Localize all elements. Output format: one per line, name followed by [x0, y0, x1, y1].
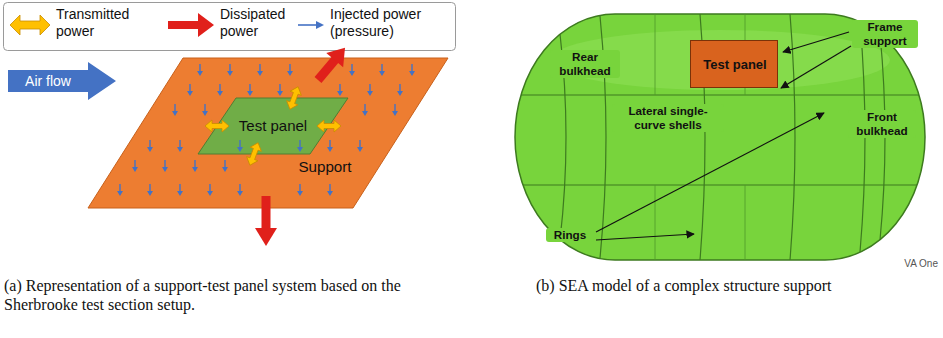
caption: (a) Representation of a support-test pan…: [4, 276, 456, 314]
node-label: Test panel: [239, 117, 307, 135]
node-label: Support: [298, 158, 351, 176]
text-slot: Injected power (pressure): [330, 6, 448, 40]
text-slot: Test panel: [693, 57, 777, 73]
dissipated-power-swatch: [168, 13, 214, 37]
test-panel-patch: Test panel: [690, 40, 778, 88]
legend-frame: [4, 3, 456, 51]
watermark: VA One: [884, 258, 938, 270]
part-name: Lateral single-curve shells: [612, 104, 724, 132]
node-label: Air flow: [25, 73, 71, 90]
text-slot: Front bulkhead: [848, 110, 914, 138]
transmitted-power-swatch: [10, 15, 50, 35]
part-name: Front bulkhead: [848, 110, 916, 138]
text-slot: Air flow: [8, 70, 88, 92]
legend-label: Dissipated power: [220, 6, 296, 40]
test-panel-plate-fill: [198, 98, 348, 154]
text-slot: Support: [293, 158, 357, 176]
text-slot: (b) SEA model of a complex structure sup…: [536, 276, 936, 295]
air-flow-arrow-fill: [8, 62, 116, 100]
part-name: Rings: [546, 228, 594, 242]
part-name: Frame support: [852, 20, 918, 48]
text-slot: Rear bulkhead: [550, 50, 618, 78]
text-slot: Test panel: [233, 117, 313, 135]
legend-label: Transmitted power: [56, 6, 148, 40]
text-slot: VA One: [884, 258, 938, 270]
capsule-structure: [515, 14, 925, 260]
injected-power-swatch: [298, 21, 324, 29]
text-slot: Lateral single-curve shells: [612, 104, 722, 132]
text-slot: Frame support: [852, 20, 916, 48]
legend-label: Injected power (pressure): [330, 6, 448, 40]
air-flow-arrow: Air flow: [8, 62, 116, 100]
support-plate: Support Test panel: [88, 58, 448, 208]
text-slot: Rings: [546, 228, 592, 242]
node-label: Test panel: [703, 57, 766, 73]
text-slot: (a) Representation of a support-test pan…: [4, 276, 456, 314]
part-name: Rear bulkhead: [550, 50, 620, 78]
support-plate-fill: [88, 58, 448, 208]
leader-lines: [596, 32, 851, 240]
text-slot: Transmitted power: [56, 6, 148, 40]
caption: (b) SEA model of a complex structure sup…: [536, 276, 936, 295]
text-slot: Dissipated power: [220, 6, 296, 40]
